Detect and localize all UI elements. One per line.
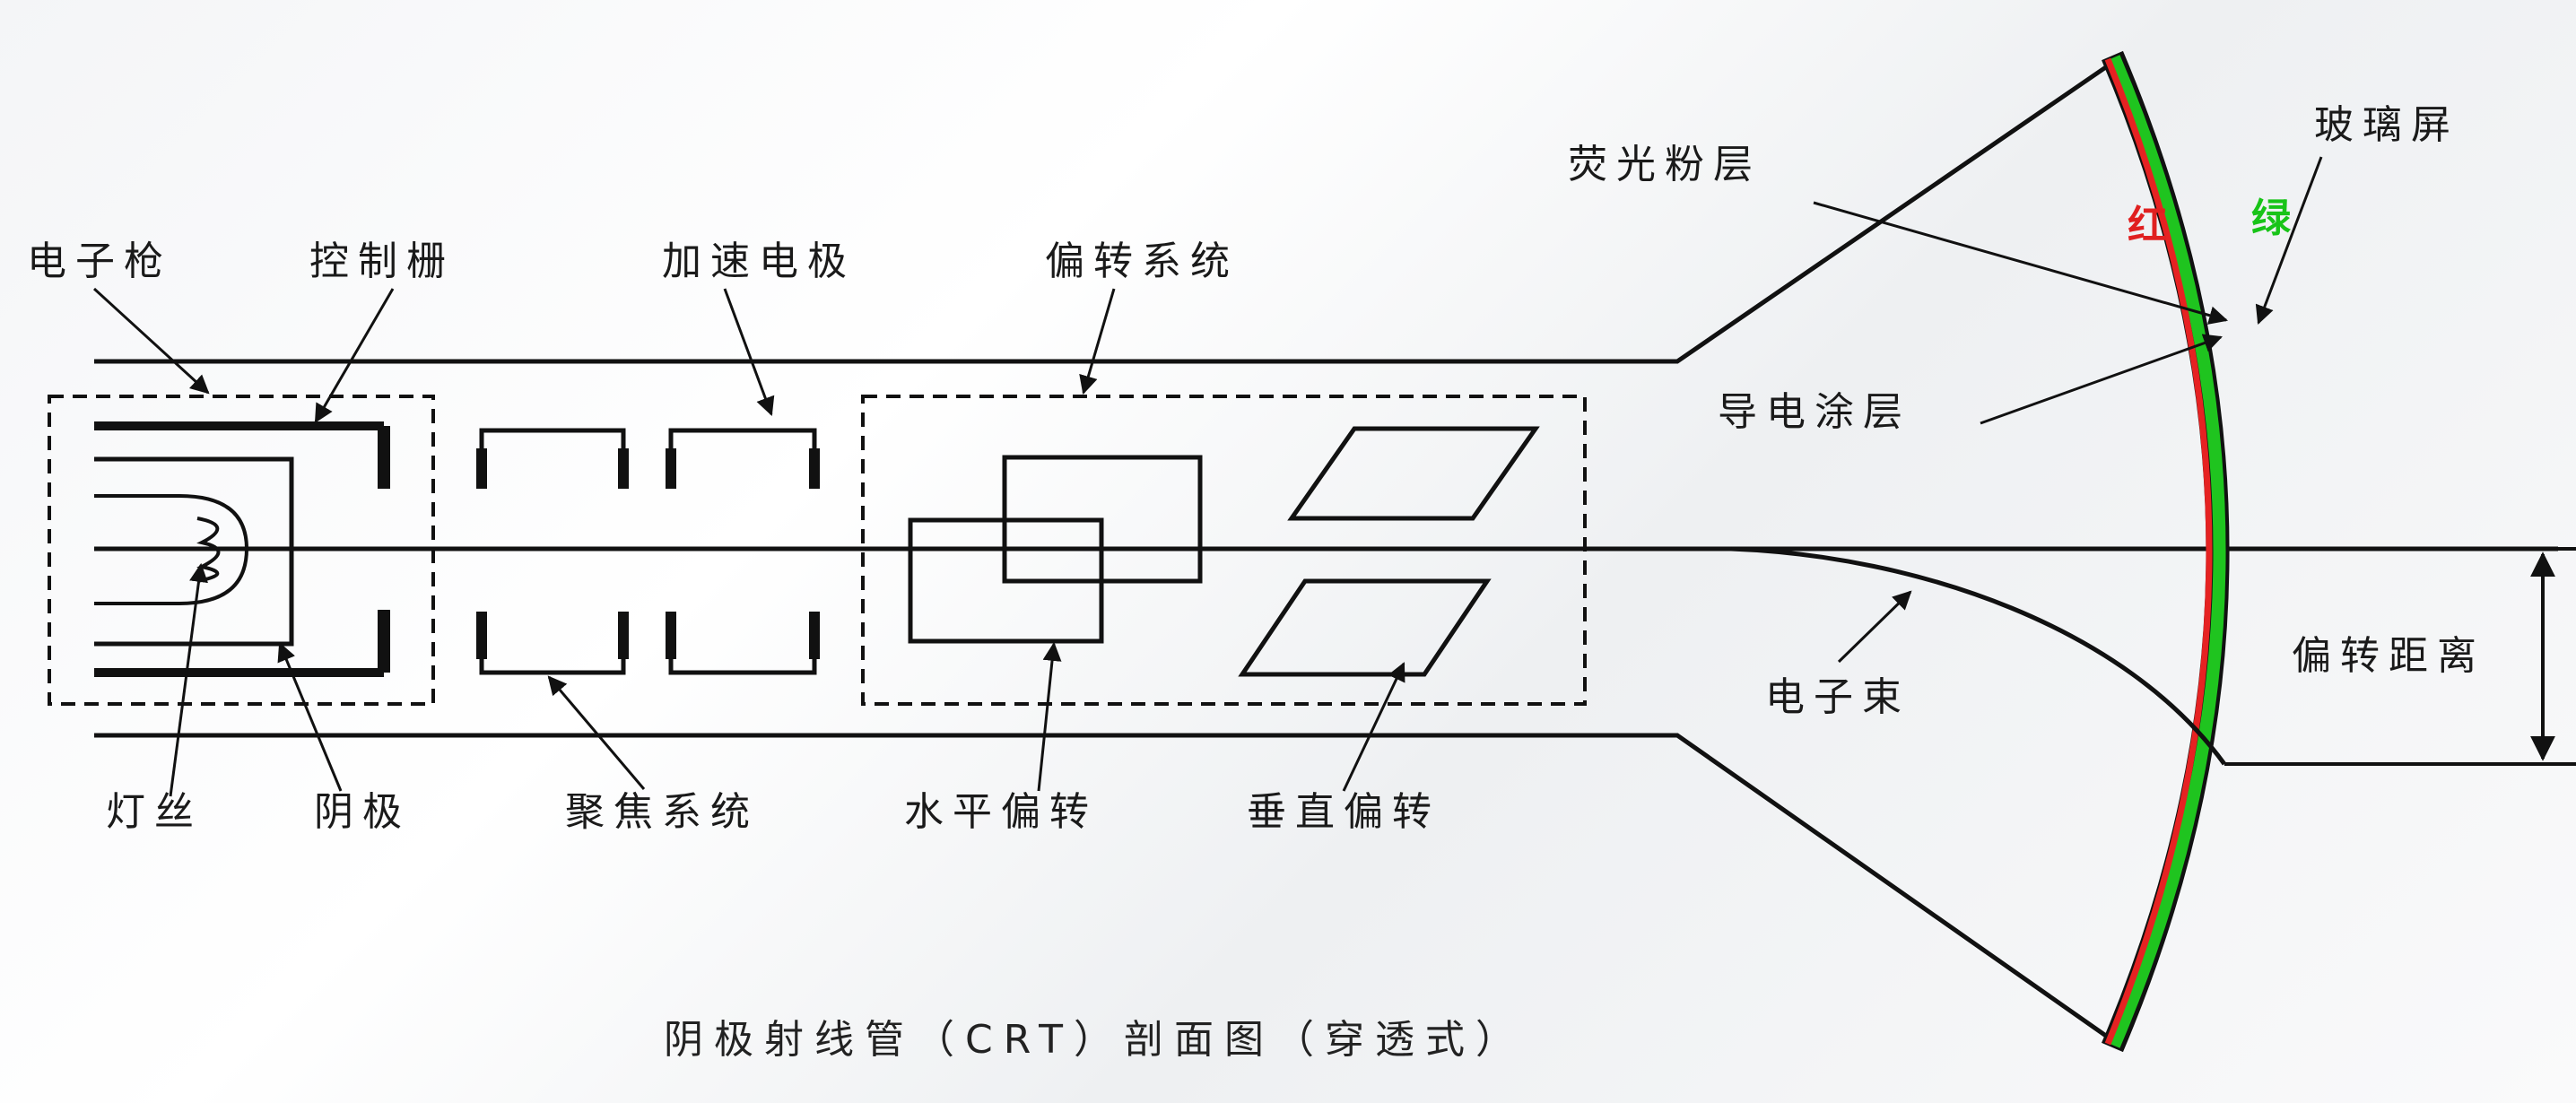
arrow-phosphor (1813, 201, 2229, 325)
screen (2102, 50, 2230, 1053)
electron-beam-path (1730, 546, 2227, 766)
label-cathode: 阴极 (314, 789, 411, 835)
label-control-grid: 控制栅 (309, 239, 455, 284)
arrow-conductive (1980, 334, 2223, 425)
horizontal-deflection-plates (908, 455, 1203, 644)
label-red: 红 (2128, 203, 2167, 248)
focusing-electrode-ends (476, 448, 629, 659)
arrow-focusing (547, 675, 646, 790)
deflection-distance-dimension (2224, 547, 2576, 766)
cathode (94, 456, 294, 647)
arrow-deflection-system (1079, 288, 1116, 395)
arrow-control-grid (314, 288, 395, 423)
label-horizontal-deflection: 水平偏转 (904, 789, 1098, 835)
accelerating-electrode-ends (666, 448, 820, 659)
phosphor-green-layer (2108, 55, 2226, 1048)
label-accelerating-electrode: 加速电极 (662, 239, 856, 284)
arrow-horizontal (1037, 641, 1062, 792)
arrow-filament (169, 562, 208, 797)
label-filament: 灯丝 (106, 789, 203, 835)
label-green: 绿 (2251, 195, 2291, 241)
label-focusing-system: 聚焦系统 (565, 789, 759, 835)
phosphor-red-layer (2104, 57, 2213, 1046)
label-electron-gun: 电子枪 (27, 239, 172, 284)
arrow-electron-gun (92, 287, 210, 395)
deflection-system-box (861, 395, 1587, 706)
arrow-electron-beam (1837, 590, 1912, 664)
label-vertical-deflection: 垂直偏转 (1247, 789, 1440, 835)
label-deflection-distance: 偏转距离 (2292, 633, 2485, 679)
label-phosphor-layer: 荧光粉层 (1568, 142, 1762, 187)
label-conductive-coating: 导电涂层 (1718, 389, 1911, 435)
arrow-glass-screen (2255, 156, 2323, 325)
diagram-caption: 阴极射线管（CRT）剖面图（穿透式） (664, 1017, 1526, 1063)
label-deflection-system: 偏转系统 (1045, 239, 1239, 284)
arrow-vertical (1342, 662, 1405, 792)
accelerating-electrodes (668, 428, 817, 675)
tube-outline (94, 60, 2558, 1043)
label-glass-screen: 玻璃屏 (2314, 102, 2459, 148)
arrow-cathode (277, 642, 343, 792)
leader-arrows (92, 156, 2323, 797)
label-electron-beam: 电子束 (1765, 674, 1910, 720)
tube-top-wall (94, 60, 2114, 364)
vertical-deflection-plates (1238, 426, 1540, 677)
filament (94, 494, 249, 605)
focusing-electrodes (479, 428, 626, 675)
electron-gun-box (48, 395, 435, 706)
arrow-accelerating (723, 288, 775, 416)
tube-bottom-wall (94, 733, 2114, 1043)
control-grid (94, 421, 390, 677)
